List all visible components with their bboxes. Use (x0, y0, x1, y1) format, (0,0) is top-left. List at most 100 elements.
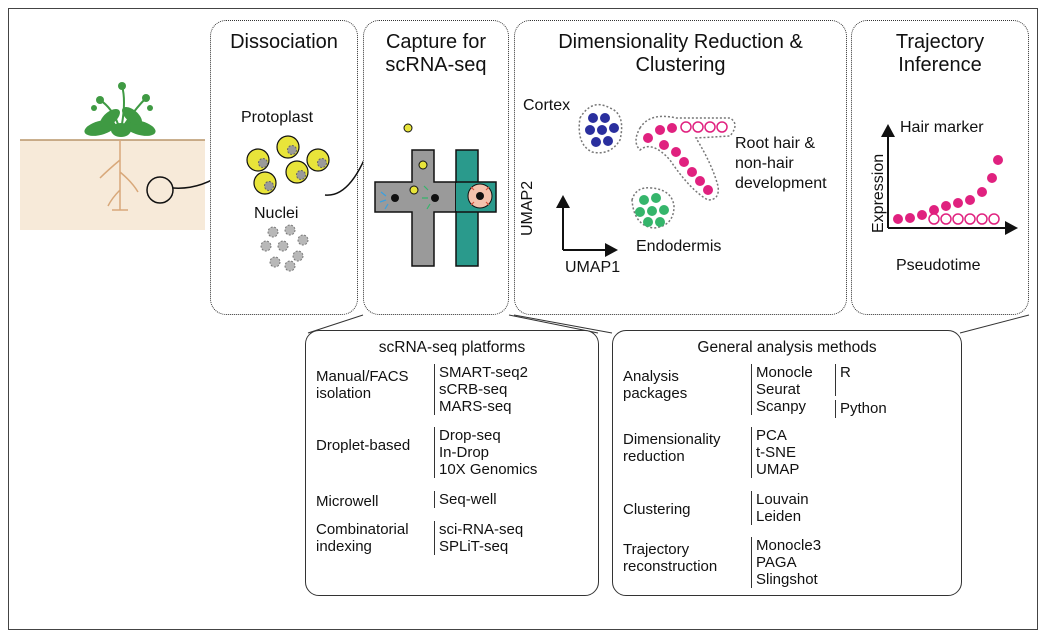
hair-cells (643, 123, 713, 195)
platform-item: MARS-seq (439, 398, 512, 415)
lang-python: Python (835, 400, 887, 418)
method-item: t-SNE (756, 444, 797, 461)
root-hair-line3: development (735, 175, 827, 192)
capture-title-line2: scRNA-seq (385, 54, 487, 76)
method-row-label: Dimensionality reduction (623, 431, 721, 465)
lang-r-label: R (840, 364, 851, 381)
method-row-label: Trajectory reconstruction (623, 541, 717, 575)
method-item: PCA (756, 427, 787, 444)
platform-row-label: Combinatorial indexing (316, 521, 409, 555)
protoplast-cells (246, 135, 330, 195)
platform-item: SMART-seq2 (439, 364, 528, 381)
method-label-line: Trajectory (623, 541, 690, 558)
method-items: Monocle3 PAGA Slingshot (751, 537, 821, 588)
endodermis-cluster (635, 193, 669, 227)
platforms-box: scRNA-seq platforms Manual/FACS isolatio… (305, 330, 599, 596)
method-item: UMAP (756, 461, 800, 478)
dimred-title-line1: Dimensionality Reduction & (558, 31, 803, 53)
method-items: Louvain Leiden (751, 491, 809, 525)
platform-label-line: Manual/FACS (316, 368, 409, 385)
method-label-line: reduction (623, 448, 685, 465)
cortex-label: Cortex (523, 97, 571, 114)
method-row: Analysis packages Monocle Seurat Scanpy … (623, 364, 955, 419)
lang-r: R (835, 364, 851, 396)
hair-marker-label: Hair marker (900, 119, 984, 136)
platform-label-line: isolation (316, 385, 372, 402)
platform-items: Seq-well (434, 491, 497, 508)
dissociation-title: Dissociation (230, 31, 338, 53)
method-item: Leiden (756, 508, 802, 525)
protoplast-label: Protoplast (241, 109, 314, 126)
platform-row: Droplet-based Drop-seq In-Drop 10X Genom… (316, 427, 592, 482)
method-row: Clustering Louvain Leiden (623, 491, 955, 531)
dimred-title: Dimensionality Reduction & Clustering (515, 31, 846, 77)
method-row: Trajectory reconstruction Monocle3 PAGA … (623, 537, 955, 592)
method-item: Monocle3 (756, 537, 822, 554)
platform-label-line: indexing (316, 538, 372, 555)
root-hair-label: Root hair & non-hair development (735, 134, 827, 194)
platform-label-line: Microwell (316, 493, 379, 510)
lang-python-label: Python (840, 400, 887, 417)
dimred-panel: Dimensionality Reduction & Clustering Co… (514, 20, 847, 315)
method-label-line: packages (623, 385, 688, 402)
platforms-title: scRNA-seq platforms (378, 339, 526, 356)
capture-title-line1: Capture for (385, 31, 487, 53)
platform-row: Combinatorial indexing sci-RNA-seq SPLiT… (316, 521, 592, 561)
figure-frame (8, 8, 1038, 630)
platform-row: Microwell Seq-well (316, 491, 592, 513)
platform-item: SPLiT-seq (439, 538, 509, 555)
method-item: Monocle (756, 364, 813, 381)
platform-row-label: Manual/FACS isolation (316, 368, 409, 402)
cortex-cluster (585, 113, 619, 147)
trajectory-title-line2: Inference (898, 54, 982, 76)
platform-row: Manual/FACS isolation SMART-seq2 sCRB-se… (316, 364, 592, 419)
method-item: Scanpy (756, 398, 807, 415)
method-row-label: Clustering (623, 501, 691, 518)
platform-items: sci-RNA-seq SPLiT-seq (434, 521, 523, 555)
nuclei-label: Nuclei (254, 205, 299, 222)
platform-items: SMART-seq2 sCRB-seq MARS-seq (434, 364, 528, 415)
platform-label-line: Combinatorial (316, 521, 409, 538)
capture-panel: Capture for scRNA-seq (363, 20, 509, 315)
method-item: PAGA (756, 554, 797, 571)
method-item: Seurat (756, 381, 801, 398)
method-label-line: Clustering (623, 501, 691, 518)
method-item: Louvain (756, 491, 809, 508)
trajectory-title-line1: Trajectory (895, 31, 985, 53)
root-hair-line2: non-hair (735, 155, 794, 172)
platform-items: Drop-seq In-Drop 10X Genomics (434, 427, 537, 478)
dimred-title-line2: Clustering (635, 54, 726, 76)
method-label-line: reconstruction (623, 558, 718, 575)
trajectory-title: Trajectory Inference (852, 31, 1028, 77)
root-hair-line1: Root hair & (735, 135, 816, 152)
platform-row-label: Microwell (316, 493, 379, 510)
method-item: Slingshot (756, 571, 818, 588)
umap1-label: UMAP1 (565, 259, 621, 276)
capture-title: Capture for scRNA-seq (364, 31, 508, 77)
method-items: Monocle Seurat Scanpy (751, 364, 813, 415)
method-label-line: Analysis (623, 368, 679, 385)
platform-item: Drop-seq (439, 427, 501, 444)
non-hair-cells (680, 121, 728, 133)
platform-item: Seq-well (439, 491, 497, 508)
dissociation-panel: Dissociation Protoplast Nuclei (210, 20, 358, 315)
platform-item: 10X Genomics (439, 461, 538, 478)
method-row: Dimensionality reduction PCA t-SNE UMAP (623, 427, 955, 482)
method-items: PCA t-SNE UMAP (751, 427, 799, 478)
method-label-line: Dimensionality (623, 431, 721, 448)
platform-item: In-Drop (439, 444, 490, 461)
methods-title: General analysis methods (697, 339, 877, 356)
hair-trend (893, 155, 1003, 224)
trajectory-panel: Trajectory Inference Hair marker Pseudot… (851, 20, 1029, 315)
platform-item: sCRB-seq (439, 381, 508, 398)
endodermis-label: Endodermis (636, 238, 722, 255)
platform-label-line: Droplet-based (316, 437, 411, 454)
nuclei-dots (260, 224, 309, 272)
pseudotime-label: Pseudotime (896, 257, 981, 274)
platform-row-label: Droplet-based (316, 437, 410, 454)
